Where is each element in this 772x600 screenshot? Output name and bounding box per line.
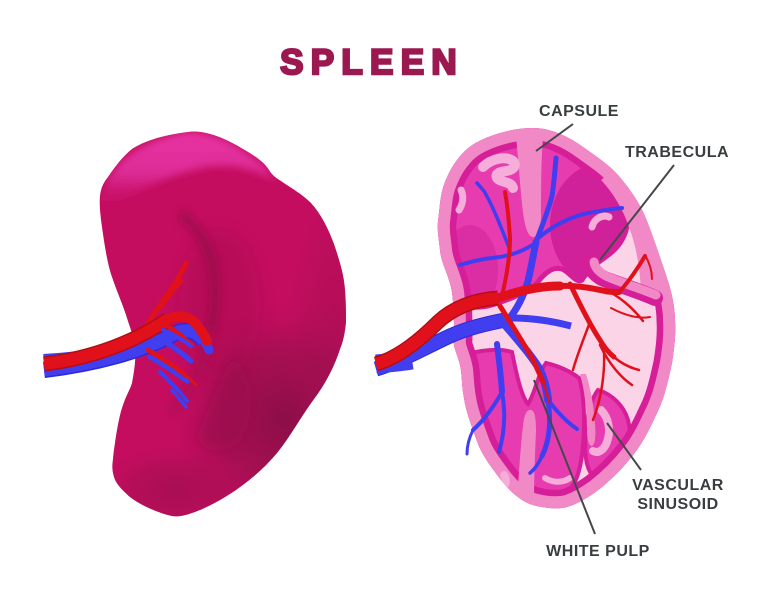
svg-text:TRABECULA: TRABECULA [625,144,729,161]
svg-text:CAPSULE: CAPSULE [539,103,619,120]
svg-text:VASCULAR: VASCULAR [632,477,724,494]
svg-text:SINUSOID: SINUSOID [637,496,718,513]
svg-text:SPLEEN: SPLEEN [280,43,464,82]
svg-text:WHITE PULP: WHITE PULP [546,543,650,560]
